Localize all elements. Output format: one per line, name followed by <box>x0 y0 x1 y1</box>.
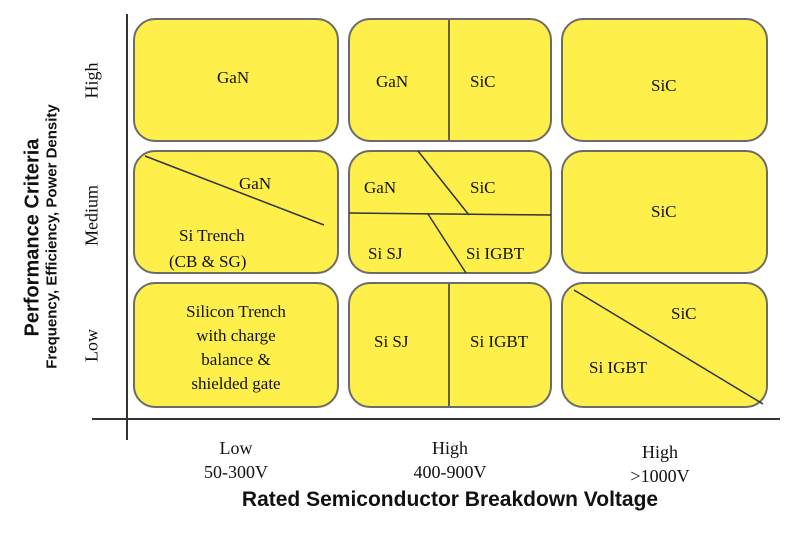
cell-label: balance & <box>201 350 271 369</box>
cell-label: Si IGBT <box>470 332 529 351</box>
cell-label: Si IGBT <box>589 358 648 377</box>
x-level-range: >1000V <box>630 466 690 486</box>
x-axis-title: Rated Semiconductor Breakdown Voltage <box>241 488 659 511</box>
x-level-low: Low 50-300V <box>156 436 316 484</box>
divider-r2c2-horizontal <box>348 212 552 216</box>
x-level-mid: High 400-900V <box>370 436 530 484</box>
cell-label: Si IGBT <box>466 244 525 263</box>
cell-label: SiC <box>470 178 496 197</box>
x-level-name: Low <box>219 438 253 458</box>
x-level-range: 50-300V <box>204 462 268 482</box>
cell-medium-mid-voltage: GaN SiC Si SJ Si IGBT <box>348 150 552 274</box>
cell-label: (CB & SG) <box>169 252 247 271</box>
cell-label: Si Trench <box>179 226 245 245</box>
cell-label: GaN <box>239 174 272 193</box>
cell-label: SiC <box>671 304 697 323</box>
cell-label: SiC <box>470 72 496 91</box>
x-level-name: High <box>642 442 678 462</box>
cell-low-mid-voltage: Si SJ Si IGBT <box>348 282 552 408</box>
cell-label: GaN <box>217 68 250 87</box>
x-level-range: 400-900V <box>413 462 487 482</box>
divider-r2c2-lower-diagonal <box>427 213 467 274</box>
divider-r3c3-diagonal <box>573 289 764 405</box>
cell-label: Si SJ <box>374 332 409 351</box>
cell-medium-low-voltage: GaN Si Trench (CB & SG) <box>133 150 339 274</box>
y-axis-line <box>126 14 128 440</box>
divider-r2c1-diagonal <box>144 155 325 226</box>
cell-label: with charge <box>196 326 276 345</box>
cell-label: Si SJ <box>368 244 403 263</box>
x-level-high: High >1000V <box>580 440 740 488</box>
cell-label: Silicon Trench <box>186 302 286 321</box>
cell-label: GaN <box>376 72 409 91</box>
cell-high-high-voltage: SiC <box>561 18 768 142</box>
cell-high-mid-voltage: GaN SiC <box>348 18 552 142</box>
cell-medium-high-voltage: SiC <box>561 150 768 274</box>
cell-label: SiC <box>651 202 677 221</box>
cell-high-low-voltage: GaN <box>133 18 339 142</box>
cell-low-low-voltage: Silicon Trench with charge balance & shi… <box>133 282 339 408</box>
cell-label: GaN <box>364 178 397 197</box>
x-axis-line <box>92 418 780 420</box>
cell-label: SiC <box>651 76 677 95</box>
divider-r2c2-upper-diagonal <box>417 150 470 216</box>
x-level-name: High <box>432 438 468 458</box>
cell-label: shielded gate <box>191 374 281 393</box>
